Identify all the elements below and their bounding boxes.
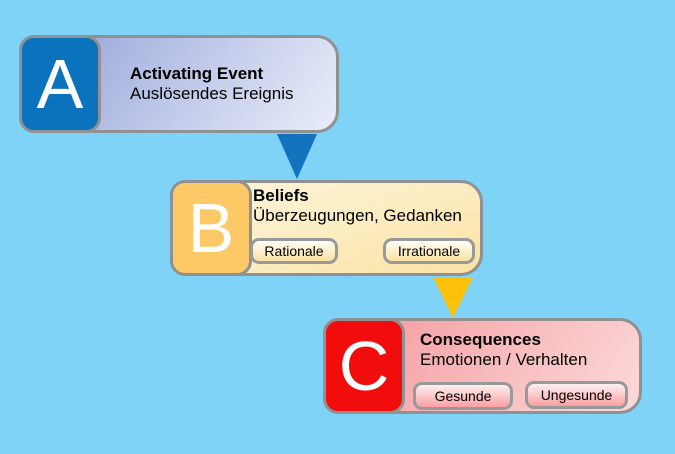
card-beliefs: B Beliefs Überzeugungen, Gedanken Ration… xyxy=(170,180,483,276)
letter-c: C xyxy=(338,327,390,405)
chip-gesunde: Gesunde xyxy=(413,382,513,410)
card-b-subtitle: Überzeugungen, Gedanken xyxy=(253,206,462,225)
arrow-down-b-to-c-icon xyxy=(433,277,473,318)
card-activating-event: A Activating Event Auslösendes Ereignis xyxy=(19,35,339,133)
card-a-title: Activating Event xyxy=(130,64,264,83)
letter-badge-c: C xyxy=(323,318,405,414)
letter-b: B xyxy=(187,189,235,267)
chip-irrationale: Irrationale xyxy=(383,238,475,264)
card-b-title: Beliefs xyxy=(253,186,309,205)
chip-ungesunde: Ungesunde xyxy=(525,381,628,409)
card-c-subtitle: Emotionen / Verhalten xyxy=(420,350,588,369)
letter-a: A xyxy=(36,45,84,123)
letter-badge-b: B xyxy=(170,180,252,276)
card-c-title: Consequences xyxy=(420,330,541,349)
letter-badge-a: A xyxy=(19,35,101,133)
card-consequences: C Consequences Emotionen / Verhalten Ges… xyxy=(323,318,642,414)
chip-rationale: Rationale xyxy=(250,238,338,264)
arrow-down-a-to-b-icon xyxy=(277,134,317,179)
card-a-subtitle: Auslösendes Ereignis xyxy=(130,84,294,103)
card-a-body: Activating Event Auslösendes Ereignis xyxy=(22,38,336,130)
card-c-body: Consequences Emotionen / Verhalten xyxy=(326,321,639,411)
card-b-body: Beliefs Überzeugungen, Gedanken xyxy=(173,183,480,273)
